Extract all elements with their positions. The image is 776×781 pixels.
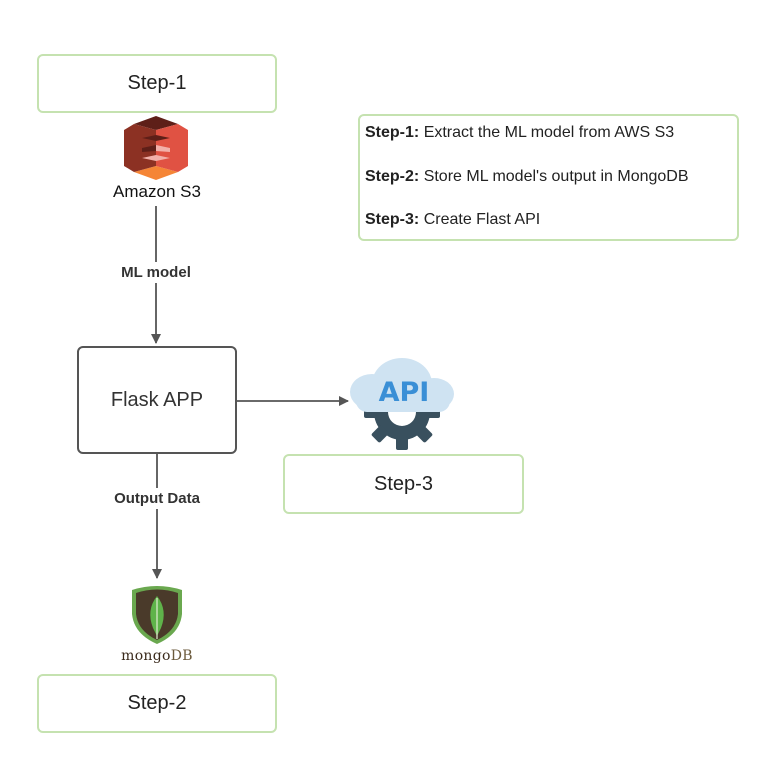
amazon-s3-icon xyxy=(120,114,192,182)
legend-box: Step-1: Extract the ML model from AWS S3… xyxy=(358,114,739,241)
step-1-box: Step-1 xyxy=(37,54,277,113)
mongodb-caption-db: DB xyxy=(170,648,193,664)
step-1-label: Step-1 xyxy=(127,72,187,94)
api-icon-text: API xyxy=(379,377,430,408)
mongodb-caption-mongo: mongo xyxy=(121,648,171,664)
legend-text: Extract the ML model from AWS S3 xyxy=(423,124,675,141)
legend-key: Step-3: xyxy=(365,211,420,228)
flask-app-node: Flask APP xyxy=(77,346,237,454)
amazon-s3-caption: Amazon S3 xyxy=(113,182,201,201)
edge-label-output-data: Output Data xyxy=(111,488,203,509)
legend-text: Store ML model's output in MongoDB xyxy=(423,168,689,185)
legend-item-step-3: Step-3: Create Flast API xyxy=(365,211,540,229)
legend-item-step-1: Step-1: Extract the ML model from AWS S3 xyxy=(365,124,674,142)
api-cloud-gear-icon: API xyxy=(346,350,458,452)
mongodb-caption: mongoDB xyxy=(108,648,206,664)
mongodb-leaf-icon xyxy=(128,584,186,646)
legend-key: Step-2: xyxy=(365,168,420,185)
flask-app-label: Flask APP xyxy=(110,388,204,411)
legend-item-step-2: Step-2: Store ML model's output in Mongo… xyxy=(365,168,689,186)
step-3-box: Step-3 xyxy=(283,454,524,514)
step-3-label: Step-3 xyxy=(374,472,433,495)
step-2-label: Step-2 xyxy=(127,692,187,714)
legend-text: Create Flast API xyxy=(423,211,541,228)
step-2-box: Step-2 xyxy=(37,674,277,733)
legend-key: Step-1: xyxy=(365,124,420,141)
edge-label-ml-model: ML model xyxy=(118,262,194,283)
